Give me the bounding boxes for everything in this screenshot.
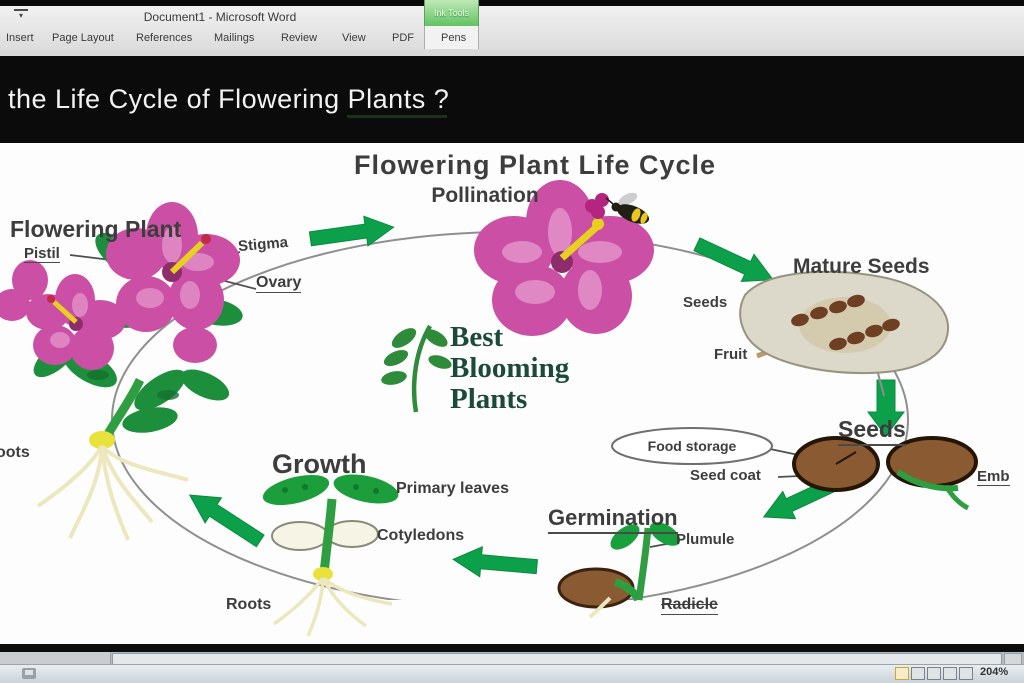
logo-line-2: Blooming	[450, 352, 570, 384]
slide-title-underline	[347, 115, 447, 118]
label-plumule: Plumule	[676, 531, 735, 548]
tab-references[interactable]: References	[136, 32, 193, 44]
window-top-strip	[0, 0, 1024, 6]
logo-line-3: Plants	[450, 383, 528, 415]
logo-line-1: Best	[450, 321, 504, 353]
page-bottom-edge	[0, 644, 1024, 652]
stage-growth: Growth	[272, 449, 367, 479]
label-cotyledons: Cotyledons	[377, 527, 465, 544]
stage-flowering-plant: Flowering Plant	[10, 216, 182, 242]
tab-pens[interactable]: Pens	[441, 32, 467, 44]
tab-insert[interactable]: Insert	[6, 32, 34, 44]
tab-review[interactable]: Review	[281, 32, 318, 44]
stage-seeds: Seeds	[838, 416, 906, 446]
tab-page-layout[interactable]: Page Layout	[52, 32, 114, 44]
pens-tab-box	[424, 26, 479, 49]
view-draft-icon[interactable]	[959, 667, 973, 680]
scrollbar-left-cell	[0, 652, 111, 664]
stage-pollination: Pollination	[431, 184, 539, 207]
window-title: Document1 - Microsoft Word	[143, 10, 297, 24]
ink-tools-contextual-tab[interactable]: Ink Tools	[424, 0, 479, 27]
label-fruit: Fruit	[714, 346, 748, 363]
label-embryo: Emb	[977, 468, 1010, 486]
label-ovary: Ovary	[256, 274, 302, 293]
label-seed-coat: Seed coat	[690, 467, 761, 484]
ribbon-bar	[0, 6, 1024, 51]
tab-mailings[interactable]: Mailings	[214, 32, 255, 44]
tab-pdf[interactable]: PDF	[392, 32, 414, 44]
label-roots: Roots	[226, 596, 272, 613]
slide-title: the Life Cycle of Flowering Plants ?	[8, 84, 450, 114]
label-pistil: Pistil	[24, 245, 60, 263]
logo-text: Best Blooming Plants	[450, 322, 569, 415]
tab-view[interactable]: View	[342, 32, 366, 44]
zoom-level[interactable]: 204%	[980, 666, 1009, 678]
diagram-title: Flowering Plant Life Cycle	[353, 150, 717, 180]
label-roots-cropped: oots	[0, 444, 30, 461]
view-print-layout-icon[interactable]	[895, 667, 909, 680]
stage-germination: Germination	[548, 505, 678, 534]
slide-header-bar	[0, 56, 1024, 143]
quick-access-dropdown-icon[interactable]: ▾	[14, 9, 28, 23]
status-bar	[0, 664, 1024, 683]
proofing-status-icon[interactable]	[22, 668, 36, 679]
view-outline-icon[interactable]	[943, 667, 957, 680]
stage-mature-seeds: Mature Seeds	[793, 255, 930, 278]
label-seeds-pointer: Seeds	[683, 294, 728, 311]
ribbon-bottom-strip	[0, 50, 1024, 56]
label-primary-leaves: Primary leaves	[396, 480, 509, 497]
view-web-layout-icon[interactable]	[927, 667, 941, 680]
label-food-storage: Food storage	[647, 438, 737, 454]
label-radicle: Radicle	[661, 596, 718, 615]
view-full-screen-icon[interactable]	[911, 667, 925, 680]
